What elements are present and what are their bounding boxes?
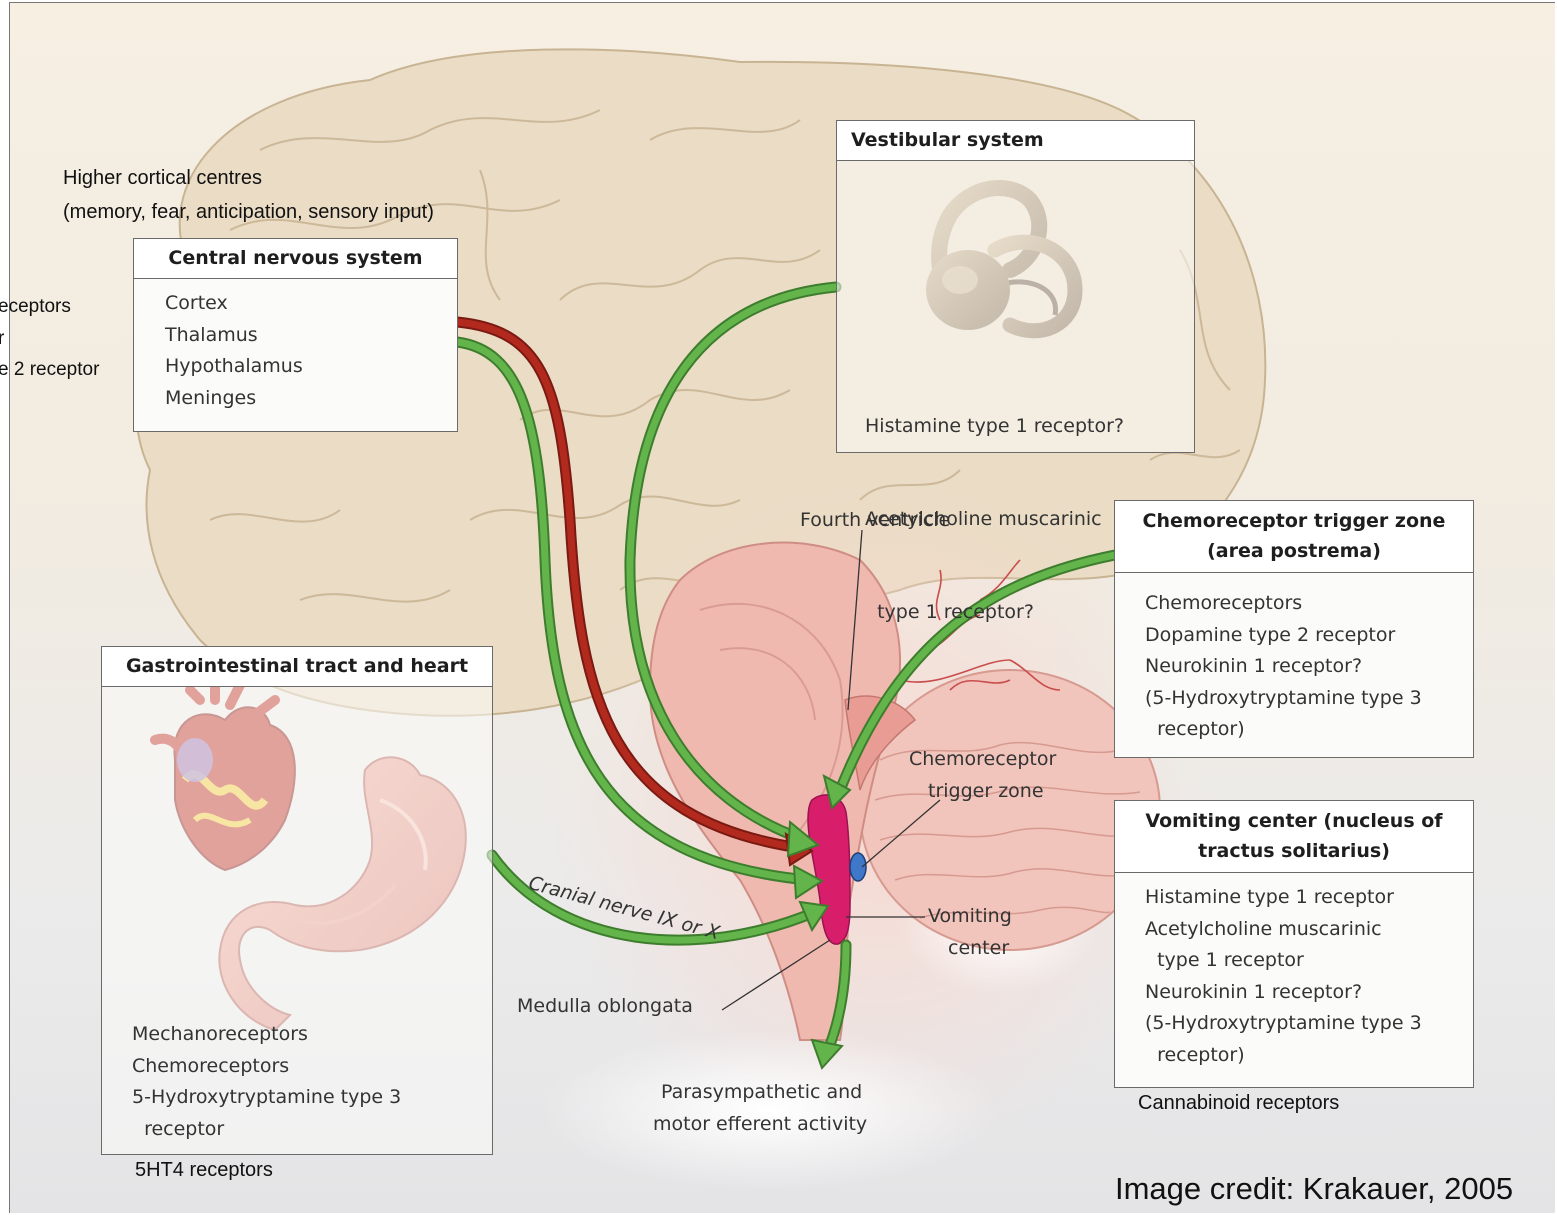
label-ctz-line1: Chemoreceptor — [909, 748, 1056, 770]
vomiting-box-list: Histamine type 1 receptor Acetylcholine … — [1145, 882, 1422, 1071]
vomiting-item: receptor) — [1145, 1040, 1422, 1072]
vestibular-box: Vestibular system Histamine type 1 recep… — [836, 120, 1195, 453]
vomiting-item: type 1 receptor — [1145, 945, 1422, 977]
vomiting-item: (5-Hydroxytryptamine type 3 — [1145, 1008, 1422, 1040]
cns-item: Cortex — [165, 288, 303, 320]
vomiting-item: Histamine type 1 receptor — [1145, 882, 1422, 914]
ctz-box: Chemoreceptor trigger zone (area postrem… — [1114, 500, 1474, 758]
ctz-item: (5-Hydroxytryptamine type 3 — [1145, 683, 1422, 715]
gi-box: Gastrointestinal tract and heart Mechano… — [101, 646, 493, 1155]
vestibular-item: type 1 receptor? — [865, 597, 1124, 628]
clipped-text-2: r — [0, 328, 4, 350]
vomiting-box: Vomiting center (nucleus of tractus soli… — [1114, 800, 1474, 1088]
ctz-item: Dopamine type 2 receptor — [1145, 620, 1422, 652]
image-credit: Image credit: Krakauer, 2005 — [1115, 1171, 1513, 1207]
vomiting-title-line2: tractus solitarius) — [1123, 836, 1465, 866]
vomiting-title-line1: Vomiting center (nucleus of — [1123, 806, 1465, 836]
vestibular-item: Histamine type 1 receptor? — [865, 411, 1124, 442]
ctz-box-title: Chemoreceptor trigger zone (area postrem… — [1115, 501, 1473, 573]
ctz-title-line1: Chemoreceptor trigger zone — [1123, 506, 1465, 536]
cns-box-title: Central nervous system — [134, 239, 457, 279]
vestibular-box-title: Vestibular system — [837, 121, 1194, 161]
note-cannabinoid: Cannabinoid receptors — [1138, 1092, 1339, 1115]
higher-cortical-line1: Higher cortical centres — [63, 167, 262, 190]
label-vomiting-line1: Vomiting — [928, 905, 1012, 927]
cns-item: Meninges — [165, 383, 303, 415]
clipped-text-3: e 2 receptor — [0, 359, 99, 381]
label-ctz-line2: trigger zone — [928, 780, 1044, 802]
higher-cortical-line2: (memory, fear, anticipation, sensory inp… — [63, 201, 434, 224]
gi-box-list: Mechanoreceptors Chemoreceptors 5-Hydrox… — [132, 1019, 401, 1145]
gi-item: Mechanoreceptors — [132, 1019, 401, 1051]
label-efferent-line2: motor efferent activity — [653, 1113, 867, 1135]
ctz-dot — [850, 853, 866, 881]
cns-item: Thalamus — [165, 320, 303, 352]
gi-item: 5-Hydroxytryptamine type 3 — [132, 1082, 401, 1114]
ctz-item: Chemoreceptors — [1145, 588, 1422, 620]
vomiting-item: Acetylcholine muscarinic — [1145, 914, 1422, 946]
gi-item: Chemoreceptors — [132, 1051, 401, 1083]
ctz-box-list: Chemoreceptors Dopamine type 2 receptor … — [1145, 588, 1422, 746]
cns-item: Hypothalamus — [165, 351, 303, 383]
vomiting-box-title: Vomiting center (nucleus of tractus soli… — [1115, 801, 1473, 873]
label-fourth-ventricle: Fourth ventricle — [800, 509, 950, 531]
ctz-item: receptor) — [1145, 714, 1422, 746]
label-vomiting-line2: center — [948, 937, 1009, 959]
vomiting-item: Neurokinin 1 receptor? — [1145, 977, 1422, 1009]
gi-item: receptor — [132, 1114, 401, 1146]
label-medulla: Medulla oblongata — [517, 995, 693, 1017]
ctz-title-line2: (area postrema) — [1123, 536, 1465, 566]
cns-box-list: Cortex Thalamus Hypothalamus Meninges — [165, 288, 303, 414]
ctz-item: Neurokinin 1 receptor? — [1145, 651, 1422, 683]
cns-box: Central nervous system Cortex Thalamus H… — [133, 238, 458, 432]
note-5ht4: 5HT4 receptors — [135, 1159, 273, 1182]
gi-box-title: Gastrointestinal tract and heart — [102, 647, 492, 687]
clipped-text-1: eceptors — [0, 296, 71, 318]
label-efferent-line1: Parasympathetic and — [661, 1081, 862, 1103]
